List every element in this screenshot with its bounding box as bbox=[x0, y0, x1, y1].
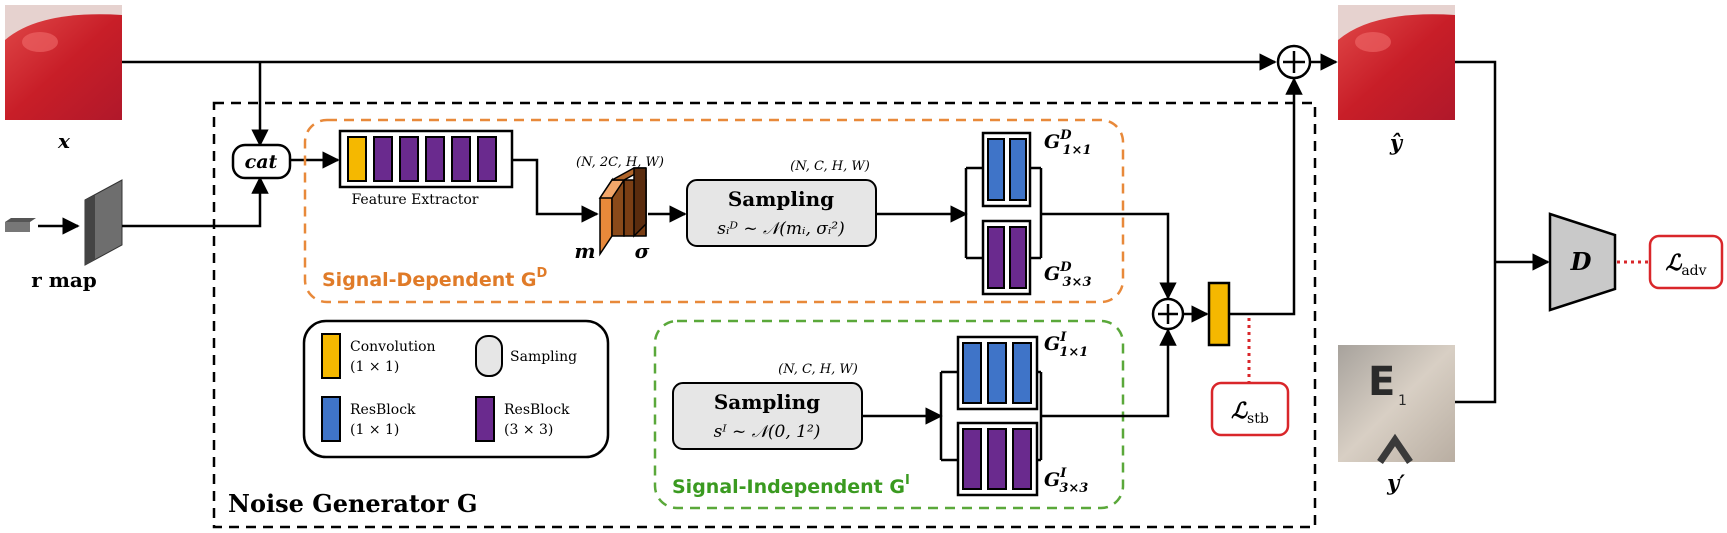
r-map-label: r map bbox=[31, 268, 97, 292]
loss-stb-label: ℒstb bbox=[1231, 398, 1269, 427]
noise-generator-box bbox=[212, 101, 1317, 529]
gi-to-plus-arrow bbox=[1041, 328, 1177, 418]
real-image-yprime: E 1 bbox=[1338, 345, 1455, 464]
svg-text:E: E bbox=[1368, 359, 1395, 405]
gd-to-plus-arrow bbox=[1041, 212, 1177, 300]
legend-res1-swatch bbox=[321, 396, 341, 442]
cat-box bbox=[231, 143, 292, 180]
legend-conv-swatch bbox=[321, 333, 341, 379]
svg-text:1: 1 bbox=[1398, 393, 1407, 409]
sampling-dependent-title: Sampling bbox=[728, 187, 834, 211]
m-sigma-tensor bbox=[598, 167, 647, 257]
feature-extractor-label: Feature Extractor bbox=[351, 192, 478, 208]
fe-to-ms-arrow bbox=[512, 158, 599, 223]
input-x-label: x bbox=[57, 129, 71, 153]
legend-res3-line1: ResBlock bbox=[504, 402, 570, 418]
m-label: m bbox=[574, 239, 595, 263]
final-conv-block bbox=[1207, 281, 1231, 347]
loss-adv-box bbox=[1648, 234, 1724, 290]
loss-adv-label: ℒadv bbox=[1665, 250, 1706, 279]
gd-3x3-block bbox=[981, 219, 1032, 296]
legend-conv-line2: (1 × 1) bbox=[350, 359, 399, 375]
yhat-to-d-line bbox=[1455, 60, 1497, 262]
shape-independent-label: (N, C, H, W) bbox=[778, 362, 858, 377]
real-yprime-label: y′ bbox=[1386, 470, 1405, 495]
output-sum-node bbox=[1276, 44, 1312, 80]
legend-sampling-label: Sampling bbox=[510, 349, 577, 365]
legend-conv-line1: Convolution bbox=[350, 339, 436, 355]
yprime-to-d-line bbox=[1455, 262, 1497, 404]
conv-to-output-sum-arrow bbox=[1229, 77, 1303, 316]
signal-dependent-box bbox=[303, 118, 1125, 304]
feature-extractor bbox=[338, 129, 514, 189]
cat-label: cat bbox=[245, 151, 278, 173]
loss-stb-box bbox=[1210, 381, 1290, 437]
output-image-yhat bbox=[1338, 5, 1455, 120]
noise-generator-title: Noise Generator G bbox=[228, 489, 477, 518]
inner-sum-node bbox=[1151, 297, 1185, 331]
legend-res3-swatch bbox=[475, 396, 495, 442]
shape-dependent-label: (N, C, H, W) bbox=[790, 159, 870, 174]
legend-box bbox=[302, 319, 610, 459]
signal-dependent-title: Signal-Dependent GD bbox=[322, 266, 548, 291]
sampling-dependent-formula: sᵢᴰ ~ 𝒩(mᵢ, σᵢ²) bbox=[717, 219, 845, 239]
legend-res1-line1: ResBlock bbox=[350, 402, 416, 418]
gi-1x1-block bbox=[956, 335, 1039, 411]
discriminator-label: D bbox=[1570, 247, 1592, 276]
discriminator-block bbox=[1548, 212, 1617, 312]
legend-res3-line2: (3 × 3) bbox=[504, 422, 553, 438]
gd-1x1-block bbox=[981, 131, 1032, 208]
signal-independent-box bbox=[653, 319, 1125, 510]
signal-independent-title: Signal-Independent GI bbox=[672, 473, 910, 498]
legend-sampling-swatch bbox=[475, 335, 503, 377]
legend-res1-line2: (1 × 1) bbox=[350, 422, 399, 438]
r-map-input bbox=[5, 179, 123, 266]
gi-3x3-block bbox=[956, 421, 1039, 497]
sampling-independent-title: Sampling bbox=[714, 390, 820, 414]
shape-2c-label: (N, 2C, H, W) bbox=[576, 155, 664, 170]
sigma-label: σ bbox=[635, 239, 650, 263]
input-image-x bbox=[5, 5, 122, 120]
rmap-to-cat-arrow bbox=[122, 176, 269, 228]
output-yhat-label: ŷ bbox=[1389, 130, 1404, 155]
sampling-independent-formula: sᴵ ~ 𝒩(0, 1²) bbox=[714, 422, 821, 442]
